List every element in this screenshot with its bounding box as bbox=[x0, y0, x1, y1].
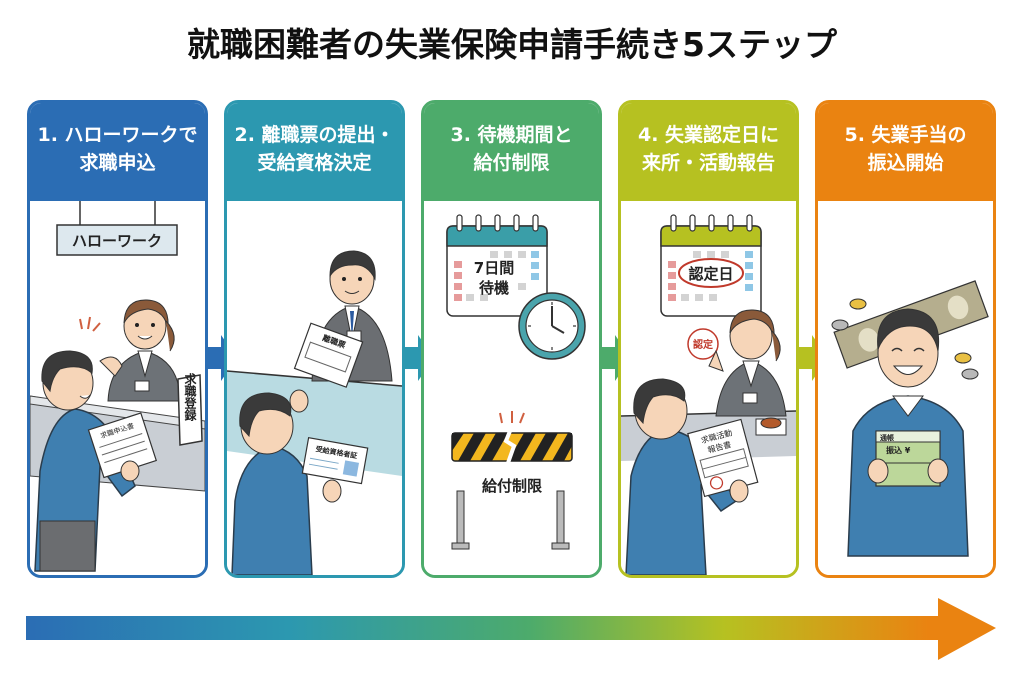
step-card-1: 1. ハローワークで 求職申込 ハローワーク bbox=[27, 100, 208, 578]
passbook-entry: 振込 ¥ bbox=[886, 445, 911, 455]
arrow-connector-4 bbox=[798, 335, 828, 381]
step-title-line1: 1. ハローワークで bbox=[37, 124, 198, 146]
step-header-3: 3. 待機期間と 給付制限 bbox=[424, 103, 599, 201]
step-title-line1: 4. 失業認定日に bbox=[637, 124, 780, 146]
step-header-2: 2. 離職票の提出・ 受給資格決定 bbox=[227, 103, 402, 201]
calendar-icon: 7日間 待機 bbox=[446, 214, 548, 317]
step-illustration-4: 認定日 認定 求職活動 bbox=[621, 201, 796, 575]
arrow-connector-1 bbox=[207, 335, 237, 381]
step-card-5: 5. 失業手当の 振込開始 bbox=[815, 100, 996, 578]
step-title-line1: 2. 離職票の提出・ bbox=[234, 124, 395, 146]
calendar-icon: 認定日 bbox=[660, 214, 762, 317]
step-header-4: 4. 失業認定日に 来所・活動報告 bbox=[621, 103, 796, 201]
calendar-text-line1: 7日間 bbox=[474, 259, 514, 277]
page-title: 就職困難者の失業保険申請手続き5ステップ bbox=[187, 25, 837, 64]
step-illustration-2: 離職票 受給資格者証 bbox=[227, 201, 402, 575]
stamp-text: 認定 bbox=[693, 338, 713, 351]
step-header-1: 1. ハローワークで 求職申込 bbox=[30, 103, 205, 201]
barrier-icon: 給付制限 bbox=[451, 411, 573, 550]
step-card-4: 4. 失業認定日に 来所・活動報告 認定日 認定 bbox=[618, 100, 799, 578]
hello-work-sign-text: ハローワーク bbox=[72, 232, 162, 250]
progress-timeline-arrow bbox=[26, 598, 996, 660]
step-illustration-3: 7日間 待機 bbox=[424, 201, 599, 575]
step-title-line2: 来所・活動報告 bbox=[641, 152, 775, 174]
barrier-text: 給付制限 bbox=[482, 477, 542, 495]
step-title-line2: 給付制限 bbox=[473, 152, 550, 174]
hello-work-sign bbox=[56, 224, 178, 256]
clock-icon bbox=[518, 292, 586, 360]
step-title-line2: 振込開始 bbox=[867, 152, 944, 174]
step-card-2: 2. 離職票の提出・ 受給資格決定 離職票 bbox=[224, 100, 405, 578]
step-title-line1: 5. 失業手当の bbox=[844, 124, 967, 146]
step-illustration-5: 通帳 振込 ¥ bbox=[818, 201, 993, 575]
calendar-text: 認定日 bbox=[688, 265, 733, 283]
passbook-title: 通帳 bbox=[880, 433, 894, 442]
arrow-connector-3 bbox=[601, 335, 631, 381]
arrow-connector-2 bbox=[404, 335, 434, 381]
step-header-5: 5. 失業手当の 振込開始 bbox=[818, 103, 993, 201]
step-illustration-1: ハローワーク 求職登録 bbox=[30, 201, 205, 575]
step-title-line1: 3. 待機期間と bbox=[450, 124, 573, 146]
coin-icon bbox=[831, 298, 979, 380]
calendar-text-line2: 待機 bbox=[479, 279, 509, 297]
desk-sign-text: 求職登録 bbox=[183, 372, 197, 422]
step-title-line2: 受給資格決定 bbox=[257, 152, 372, 174]
step-title-line2: 求職申込 bbox=[79, 152, 156, 174]
step-card-3: 3. 待機期間と 給付制限 7日間 待機 bbox=[421, 100, 602, 578]
